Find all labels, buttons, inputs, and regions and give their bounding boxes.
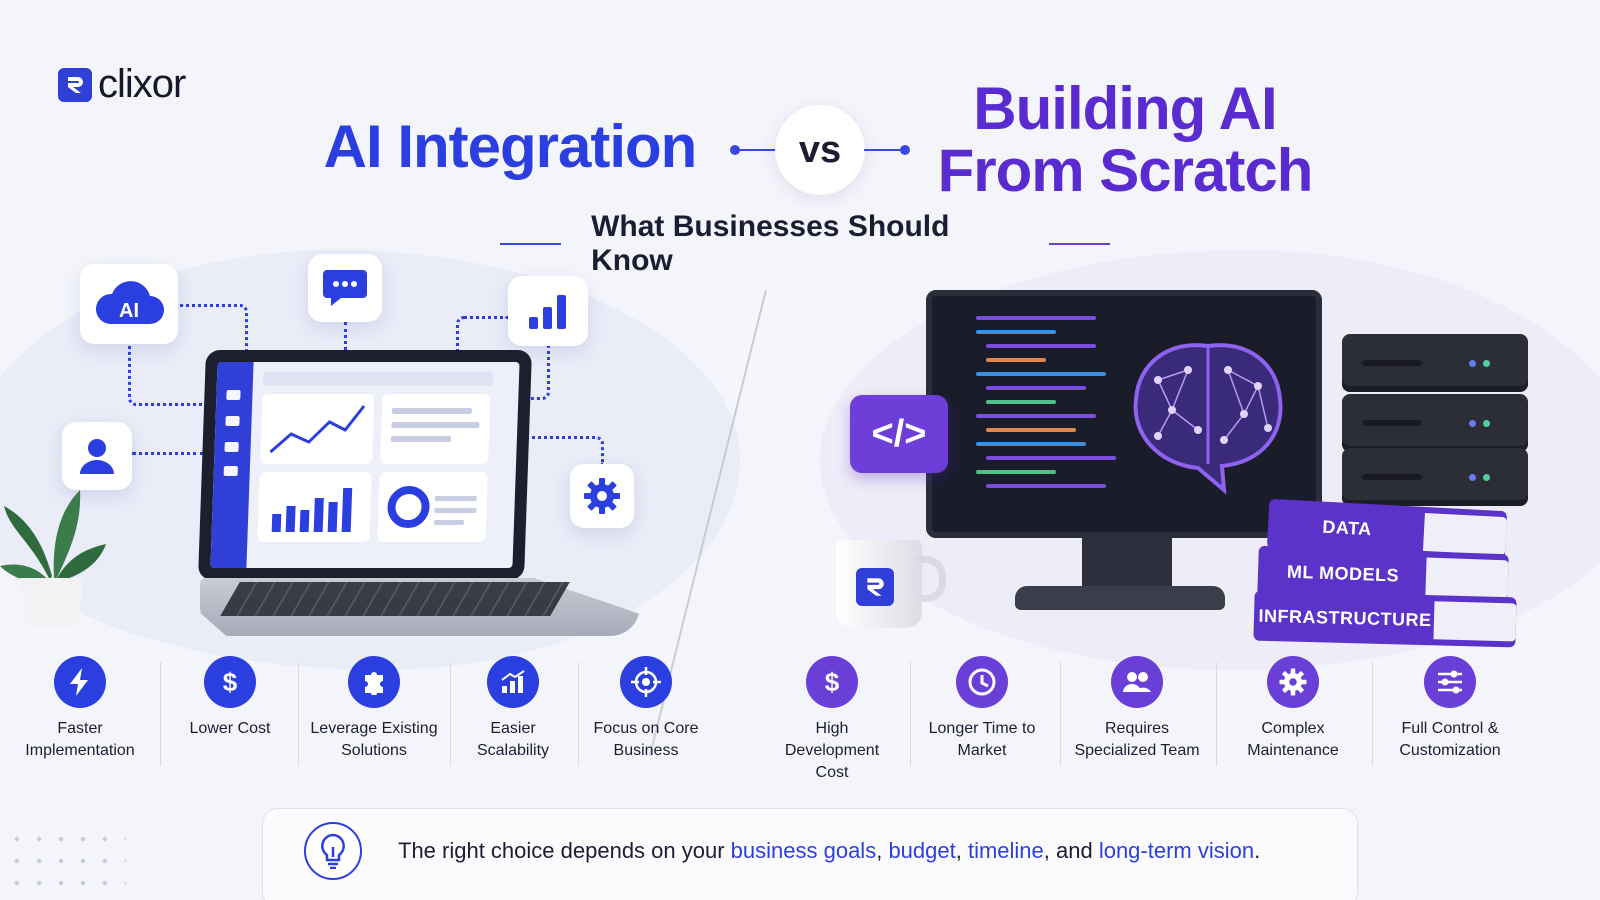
title-building-ai: Building AI From Scratch [920,78,1330,202]
settings-card [570,464,634,528]
feature-lower-cost: $ Lower Cost [170,656,290,740]
gear-icon [584,478,620,514]
book-infrastructure: INFRASTRUCTURE [1253,590,1517,648]
team-icon [1111,656,1163,708]
ai-cloud-card: AI [80,264,178,344]
clock-icon [956,656,1008,708]
dashboard-illustration [223,372,494,542]
bar-chart-icon [529,295,566,329]
feature-high-development-cost: $ High Development Cost [772,656,892,784]
user-icon [80,439,114,474]
feature-complex-maintenance: Complex Maintenance [1228,656,1358,762]
highlight-long-term-vision: long-term vision [1098,838,1255,863]
highlight-budget: budget [888,838,956,863]
lightbulb-icon [304,822,362,880]
chat-card [308,254,382,322]
feature-faster-implementation: Faster Implementation [10,656,150,762]
brand-logo: clixor [58,62,186,107]
feature-easier-scalability: Easier Scalability [456,656,570,762]
server-unit [1342,448,1528,506]
svg-text:AI: AI [119,300,139,322]
gear-icon [1267,656,1319,708]
clixor-logo-icon [58,67,92,102]
title-ai-integration: AI Integration [323,113,698,180]
ai-cloud-icon: AI [95,281,164,324]
sliders-icon [1424,656,1476,708]
code-brain-screen [976,316,1283,495]
server-unit [1342,334,1528,392]
chat-bubble-icon [323,270,367,306]
target-icon [620,656,672,708]
decorative-dots [6,828,126,888]
puzzle-icon [348,656,400,708]
subtitle-text: What Businesses Should Know [591,210,950,277]
conclusion-banner [262,808,1358,900]
feature-requires-specialized-team: Requires Specialized Team [1072,656,1202,762]
monitor-foot [1015,586,1225,610]
laptop-keyboard [220,582,570,616]
highlight-timeline: timeline [967,838,1044,863]
brand-name: clixor [98,62,186,106]
analytics-card [508,276,588,346]
code-tag-card: </> [850,395,948,473]
potted-plant-illustration [0,490,106,626]
subtitle: What Businesses Should Know [500,210,1111,278]
feature-leverage-existing-solutions: Leverage Existing Solutions [302,656,446,762]
server-unit [1342,394,1528,452]
user-card [62,422,132,490]
lightning-icon [54,656,106,708]
feature-longer-time-to-market: Longer Time to Market [920,656,1044,762]
dollar-icon: $ [204,656,256,708]
feature-focus-on-core-business: Focus on Core Business [584,656,708,762]
monitor [926,290,1322,538]
vs-connector: vs [730,105,910,195]
mug-handle [916,556,946,602]
dollar-icon: $ [806,656,858,708]
monitor-stand [1082,538,1172,592]
title-right-line-1: Building AI [973,75,1277,142]
highlight-business-goals: business goals [730,838,877,863]
feature-full-control-customization: Full Control & Customization [1384,656,1516,762]
growth-chart-icon [487,656,539,708]
title-right-line-2: From Scratch [937,137,1314,204]
conclusion-text: The right choice depends on your busines… [398,838,1261,863]
mug-logo-icon [856,568,894,606]
vs-badge: vs [775,105,865,195]
laptop-screen [197,350,533,580]
